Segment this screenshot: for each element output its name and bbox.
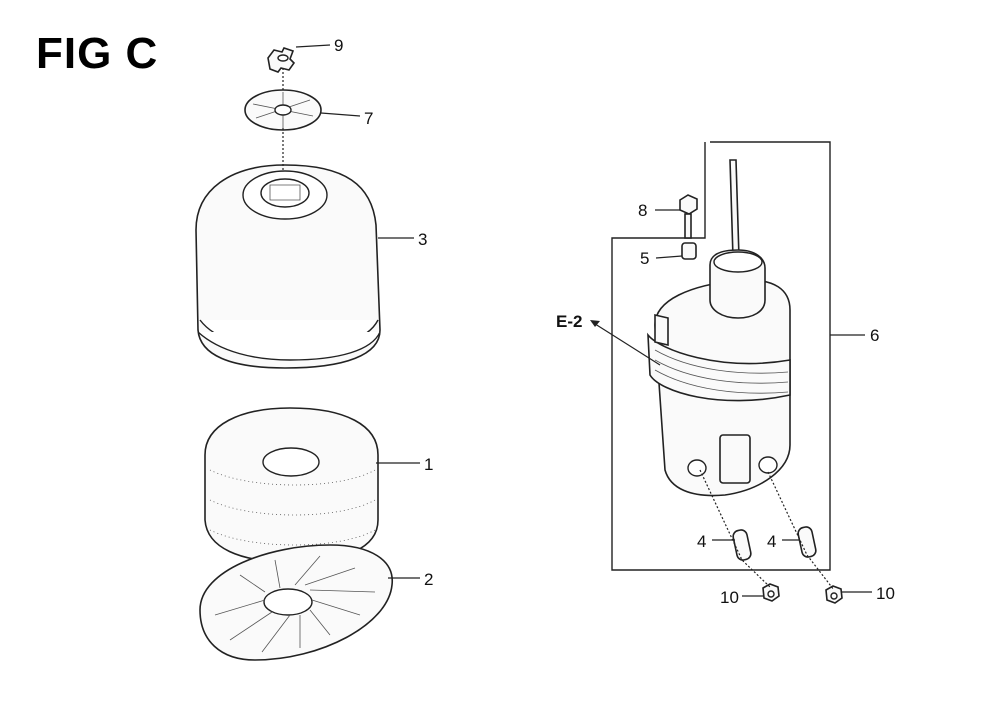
callout-3: 3	[418, 230, 427, 249]
air-filter-element-icon	[204, 407, 379, 563]
nut-icon	[762, 583, 780, 602]
callout-9: 9	[334, 36, 343, 55]
air-cleaner-case-icon	[647, 249, 791, 497]
nut-icon	[825, 585, 843, 604]
assembly-6-frame	[611, 141, 831, 571]
air-cleaner-cover-icon	[195, 164, 381, 369]
washer-plate-icon	[244, 89, 322, 131]
callout-6: 6	[870, 326, 879, 345]
spacer-icon	[681, 242, 697, 260]
callout-4-left: 4	[697, 532, 706, 551]
callout-8: 8	[638, 201, 647, 220]
callout-10-left: 10	[720, 588, 739, 607]
wing-nut-icon	[267, 47, 296, 73]
collar-icon	[732, 529, 752, 561]
callout-7: 7	[364, 109, 373, 128]
callout-1: 1	[424, 455, 433, 474]
callout-4-right: 4	[767, 532, 776, 551]
reference-arrow-icon	[590, 320, 600, 327]
callout-2: 2	[424, 570, 433, 589]
filter-grid-icon	[199, 544, 393, 661]
collar-icon	[797, 526, 817, 558]
figure-title: FIG C	[36, 29, 159, 78]
reference-e2: E-2	[556, 312, 582, 331]
callout-10-right: 10	[876, 584, 895, 603]
callout-5: 5	[640, 249, 649, 268]
bolt-icon	[679, 194, 698, 239]
